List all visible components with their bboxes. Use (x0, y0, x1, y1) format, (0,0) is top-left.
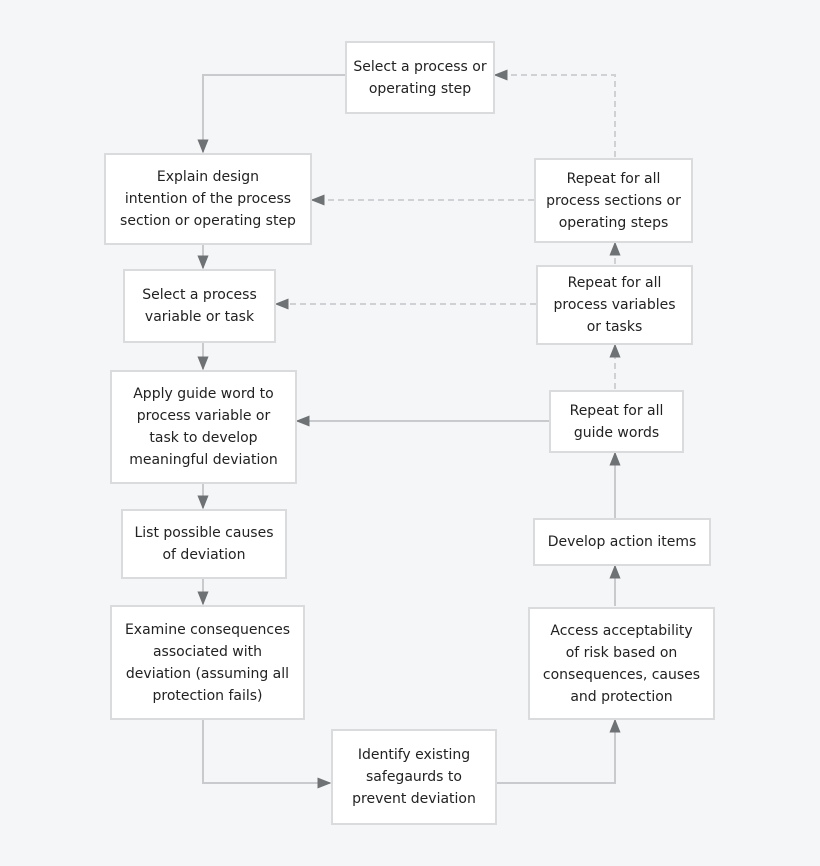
node-identify-safeguards-label: Identify existing safegaurds to prevent … (352, 747, 476, 807)
node-repeat-variables: Repeat for all process variables or task… (536, 265, 693, 345)
connector-examine-consequences-to-identify-safeguards (202, 720, 332, 789)
node-repeat-sections: Repeat for all process sections or opera… (534, 158, 693, 243)
node-list-causes-label: List possible causes of deviation (134, 525, 274, 563)
node-develop-actions-label: Develop action items (547, 534, 697, 550)
node-repeat-guide-words: Repeat for all guide words (549, 390, 684, 453)
node-select-variable-label: Select a process variable or task (142, 287, 257, 325)
node-examine-consequences-label: Examine consequences associated with dev… (124, 621, 291, 704)
node-select-step: Select a process or operating step (345, 41, 495, 114)
node-develop-actions: Develop action items (533, 518, 711, 566)
node-apply-guide-word: Apply guide word to process variable or … (110, 370, 297, 484)
connector-identify-safeguards-to-assess-risk (497, 718, 621, 784)
node-identify-safeguards: Identify existing safegaurds to prevent … (331, 729, 497, 825)
node-repeat-variables-label: Repeat for all process variables or task… (553, 275, 676, 335)
connector-repeat-sections-to-select-step (493, 69, 616, 157)
node-examine-consequences: Examine consequences associated with dev… (110, 605, 305, 720)
node-select-variable: Select a process variable or task (123, 269, 276, 343)
node-list-causes: List possible causes of deviation (121, 509, 287, 579)
node-apply-guide-word-label: Apply guide word to process variable or … (129, 386, 278, 468)
node-select-step-label: Select a process or operating step (353, 58, 487, 97)
node-explain-intent-label: Explain design intention of the process … (120, 169, 296, 229)
connector-select-step-to-explain-intent (197, 74, 345, 154)
node-assess-risk-label: Access acceptability of risk based on co… (542, 622, 701, 705)
node-explain-intent: Explain design intention of the process … (104, 153, 312, 245)
node-assess-risk: Access acceptability of risk based on co… (528, 607, 715, 720)
node-repeat-sections-label: Repeat for all process sections or opera… (546, 170, 681, 231)
node-repeat-guide-words-label: Repeat for all guide words (569, 402, 664, 441)
